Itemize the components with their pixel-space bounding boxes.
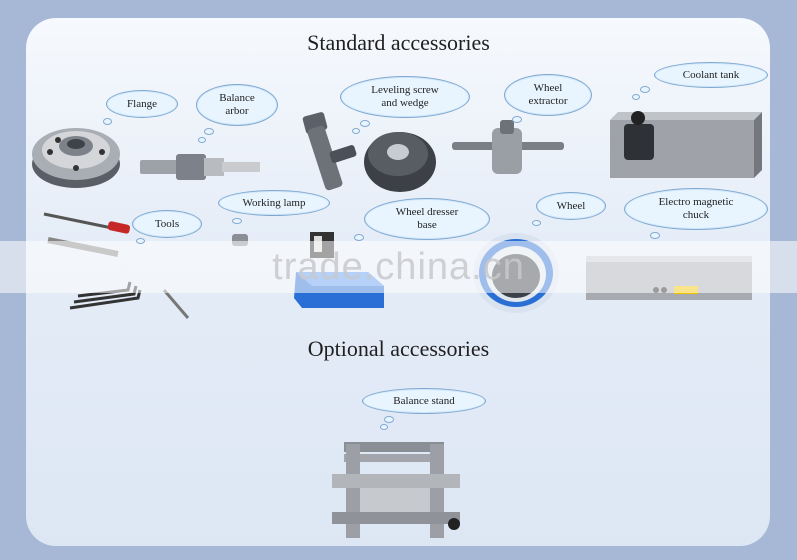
leveling-screw-label: Leveling screw and wedge: [340, 76, 470, 118]
flange-label: Flange: [106, 90, 178, 118]
balance-arbor-image: [140, 154, 260, 180]
working-lamp-label: Working lamp: [218, 190, 330, 216]
thought-dot: [512, 116, 522, 123]
thought-dot: [103, 118, 112, 125]
magnetic-chuck-label: Electro magnetic chuck: [624, 188, 768, 230]
thought-dot: [380, 424, 388, 430]
leveling-screw-image: [302, 112, 436, 192]
thought-dot: [532, 220, 541, 226]
thought-dot: [360, 120, 370, 127]
thought-dot: [198, 137, 206, 143]
thought-dot: [232, 218, 242, 224]
thought-dot: [632, 94, 640, 100]
watermark-band: [0, 241, 797, 293]
watermark-text: trade.china.cn: [272, 246, 525, 288]
thought-dot: [204, 128, 214, 135]
standard-accessories-heading: Standard accessories: [307, 30, 490, 55]
wheel-label: Wheel: [536, 192, 606, 220]
thought-dot: [352, 128, 360, 134]
balance-stand-label: Balance stand: [362, 388, 486, 414]
wheel-dresser-base-label: Wheel dresser base: [364, 198, 490, 240]
flange-image: [32, 128, 120, 188]
thought-dot: [136, 238, 145, 244]
tools-label: Tools: [132, 210, 202, 238]
balance-arbor-label: Balance arbor: [196, 84, 278, 126]
thought-dot: [354, 234, 364, 241]
thought-dot: [640, 86, 650, 93]
wheel-extractor-image: [452, 120, 564, 174]
wheel-extractor-label: Wheel extractor: [504, 74, 592, 116]
coolant-tank-label: Coolant tank: [654, 62, 768, 88]
thought-dot: [384, 416, 394, 423]
coolant-tank-image: [610, 111, 762, 178]
optional-accessories-heading: Optional accessories: [307, 336, 490, 361]
balance-stand-image: [332, 442, 460, 538]
thought-dot: [650, 232, 660, 239]
